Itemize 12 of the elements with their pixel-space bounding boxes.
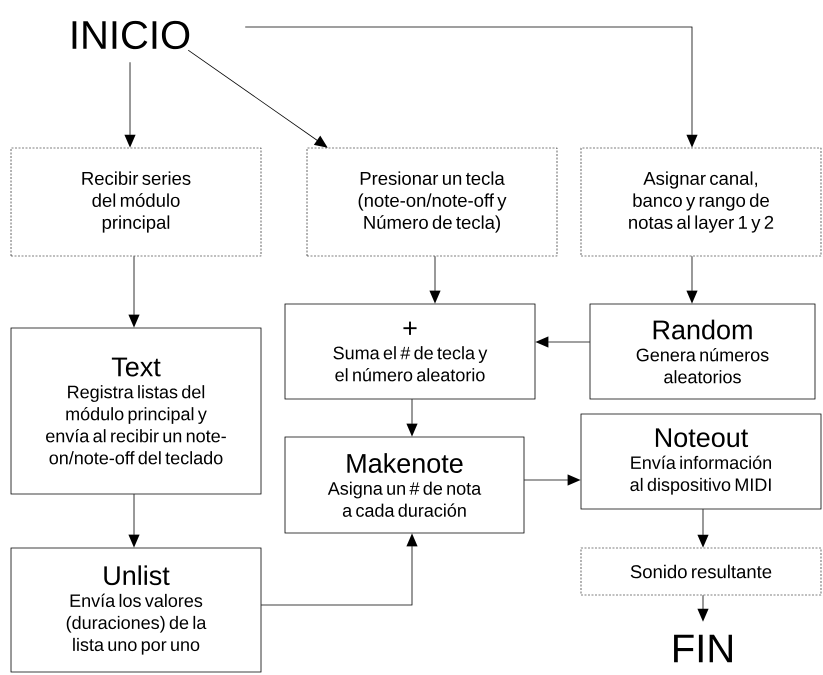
- step-box: Presionar un tecla (note-on/note-off y Número de tecla): [306, 148, 558, 256]
- process-box: Text Registra listas del módulo principal y envía al recibir un note-on/note-off del teclado: [10, 328, 262, 494]
- step-box: Recibir series del módulo principal: [10, 148, 262, 256]
- process-box: Unlist Envía los valores (duraciones) de la lista uno por uno: [10, 548, 262, 672]
- step-box: Sonido resultante: [580, 548, 822, 596]
- process-box: Makenote Asigna un # de nota a cada duración: [284, 436, 524, 534]
- process-box: Noteout Envía información al dispositivo MIDI: [580, 414, 822, 510]
- process-box: Random Genera números aleatorios: [590, 304, 816, 400]
- terminal-label: FIN: [674, 634, 732, 662]
- process-box: + Suma el # de tecla y el número aleatorio: [284, 304, 536, 400]
- step-box: Asignar canal, banco y rango de notas al layer 1 y 2: [580, 148, 822, 256]
- terminal-label: INICIO: [72, 20, 190, 50]
